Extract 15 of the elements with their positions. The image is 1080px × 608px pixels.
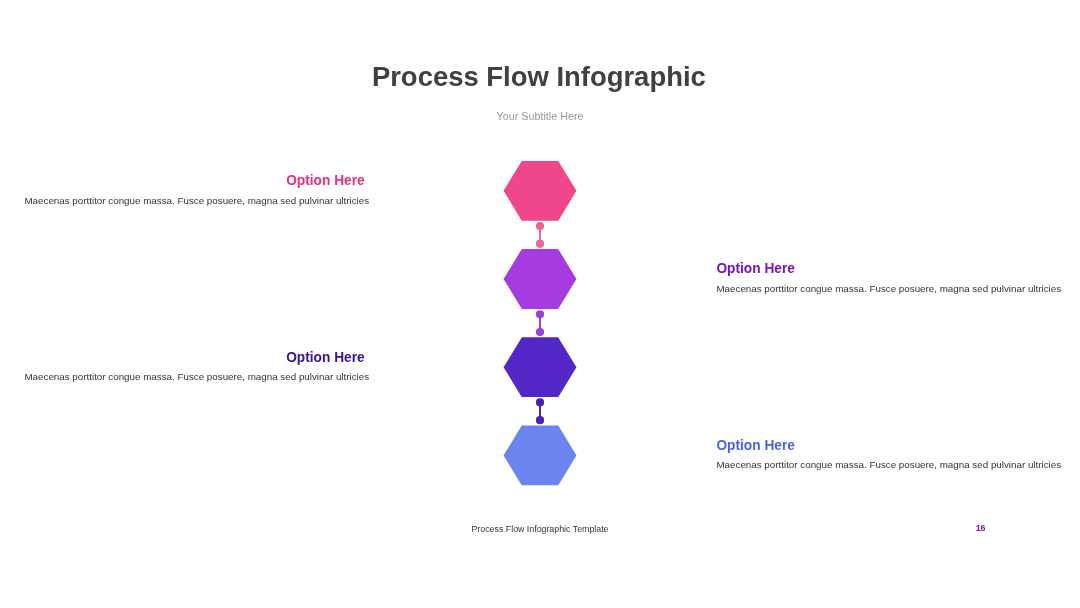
node-label: Maecenas porttitor congue massa. Fusce posuere, magna sed pulvinar ultricies <box>716 459 1062 471</box>
label: 16 <box>975 522 986 533</box>
node-label: Option Here <box>716 261 795 277</box>
node-label: Maecenas porttitor congue massa. Fusce posuere, magna sed pulvinar ultricies <box>24 370 370 382</box>
node-label: Maecenas porttitor congue massa. Fusce posuere, magna sed pulvinar ultricies <box>716 282 1062 294</box>
connector <box>535 398 545 425</box>
label: Process Flow Infographic Template <box>471 523 609 534</box>
diagram-title: Process Flow Infographic <box>371 60 706 92</box>
node-label: Option Here <box>716 437 795 453</box>
label: Your Subtitle Here <box>496 109 584 122</box>
node-label: Maecenas porttitor congue massa. Fusce posuere, magna sed pulvinar ultricies <box>24 194 370 206</box>
connector <box>535 310 545 337</box>
node-label: Option Here <box>286 349 365 365</box>
connector <box>535 221 545 248</box>
node-label: Option Here <box>286 173 365 189</box>
